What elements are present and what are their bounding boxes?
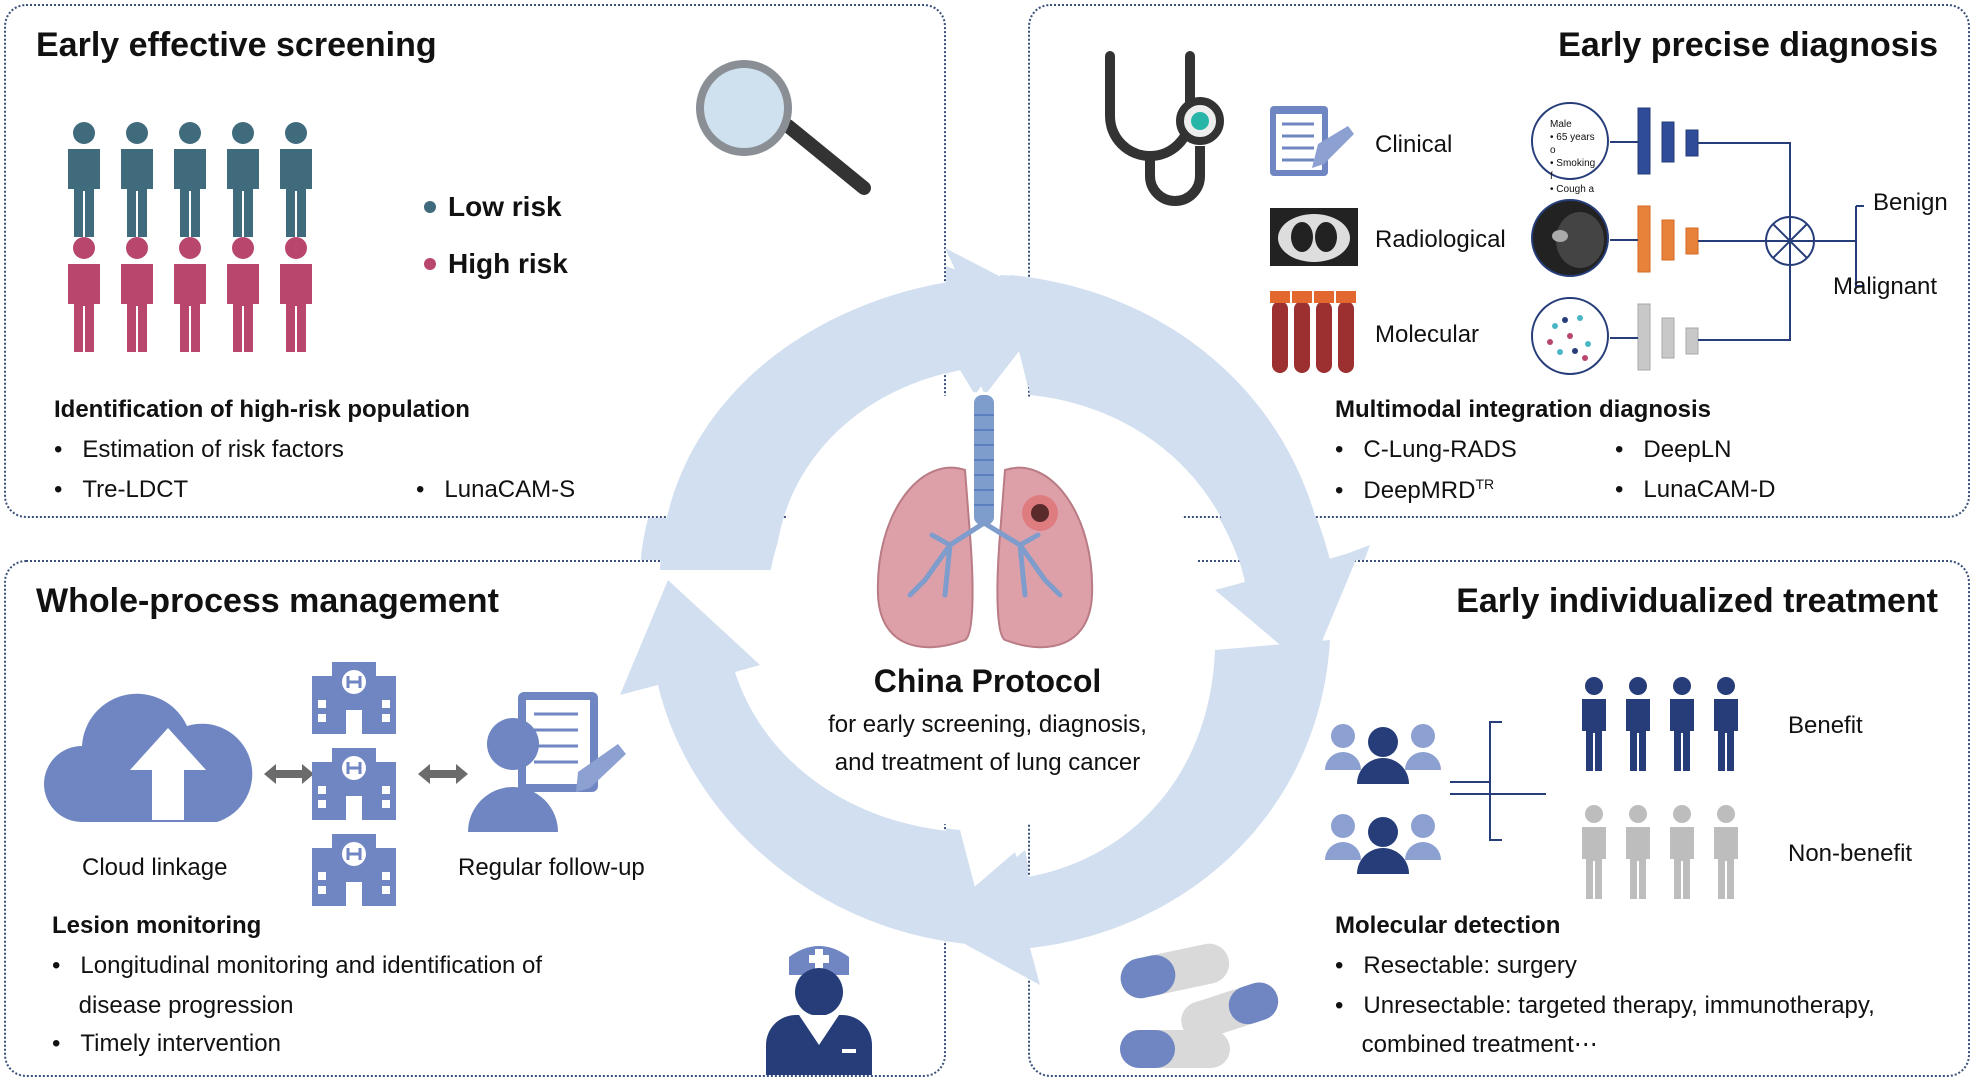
ct-lung-circle [1531, 199, 1609, 277]
neural-network-diagram [1610, 107, 1864, 371]
high-risk-dot [424, 258, 436, 270]
bullet-item: • Tre-LDCT [54, 476, 189, 503]
bullet-item: • Estimation of risk factors [54, 436, 344, 463]
outcome-malignant: Malignant [1833, 273, 1938, 300]
bullet-item: disease progression [78, 992, 294, 1019]
regular-followup-label: Regular follow-up [458, 854, 645, 881]
bullet-item: • C-Lung-RADS [1335, 436, 1517, 463]
center-subtitle-line1: for early screening, diagnosis, [828, 711, 1147, 738]
split-bracket [1450, 793, 1546, 795]
panel-title: Early individualized treatment [1456, 582, 1938, 620]
cloud-upload-icon [44, 693, 253, 822]
pills-icon [1120, 943, 1279, 1068]
lungs-icon [876, 395, 1094, 649]
bidirectional-arrow-icon [418, 764, 468, 784]
blood-tubes-icon [1270, 291, 1356, 373]
nurse-icon [766, 946, 872, 1075]
benefit-label: Benefit [1788, 712, 1863, 739]
bullet-item: combined treatment⋯ [1361, 1031, 1598, 1058]
modality-radiological: Radiological [1375, 226, 1506, 253]
section-heading: Multimodal integration diagnosis [1335, 396, 1712, 423]
low-risk-dot [424, 201, 436, 213]
doctor-clipboard-icon [468, 692, 626, 832]
cycle-arrow-bottom-right [930, 640, 1330, 985]
bullet-item: • DeepLN [1615, 436, 1732, 463]
superscript-tr: TR [1475, 476, 1495, 492]
bullet-item: • LunaCAM-S [416, 476, 576, 503]
magnifier-icon [696, 60, 871, 195]
cycle-arrow-bottom-left [620, 580, 980, 945]
section-heading: Identification of high-risk population [54, 396, 470, 423]
record-line: • Cough a [1550, 184, 1595, 195]
stethoscope-icon [1105, 51, 1224, 206]
record-line: • 65 years o [1550, 132, 1595, 156]
clinical-record-text: Male • 65 years o • Smoking f • Cough a [1550, 118, 1600, 196]
cloud-linkage-label: Cloud linkage [82, 854, 228, 881]
bracket-lines [1450, 721, 1502, 841]
bullet-item: • Unresectable: targeted therapy, immuno… [1335, 992, 1875, 1019]
center-subtitle-line2: and treatment of lung cancer [834, 749, 1141, 776]
legend-high-risk: High risk [448, 248, 568, 279]
modality-clinical: Clinical [1375, 131, 1453, 158]
section-heading: Molecular detection [1335, 912, 1561, 939]
section-heading: Lesion monitoring [52, 912, 262, 939]
cycle-arrow-top-left [660, 248, 1055, 570]
legend-low-risk: Low risk [448, 191, 562, 222]
panel-title: Whole-process management [36, 582, 499, 620]
bullet-item: • Resectable: surgery [1335, 952, 1577, 979]
ct-scan-icon [1270, 208, 1358, 266]
bullet-item: • Longitudinal monitoring and identifica… [52, 952, 543, 979]
bidirectional-arrow-icon [264, 764, 314, 784]
bullet-item: • LunaCAM-D [1615, 476, 1776, 503]
record-line: • Smoking f [1550, 158, 1596, 182]
outcome-benign: Benign [1873, 189, 1948, 216]
clinical-record-circle [1531, 102, 1609, 180]
clinical-checklist-icon [1270, 106, 1354, 176]
panel-title: Early precise diagnosis [1558, 26, 1938, 64]
center-title: China Protocol [873, 663, 1102, 699]
record-line: Male [1550, 119, 1572, 130]
nonbenefit-label: Non-benefit [1788, 840, 1913, 867]
bullet-item: • DeepMRDTR [1335, 476, 1495, 504]
molecular-circle [1531, 297, 1609, 375]
bullet-item: • Timely intervention [52, 1030, 281, 1057]
modality-molecular: Molecular [1375, 321, 1480, 348]
cycle-arrow-top-right [1010, 275, 1360, 670]
panel-title: Early effective screening [36, 26, 437, 64]
